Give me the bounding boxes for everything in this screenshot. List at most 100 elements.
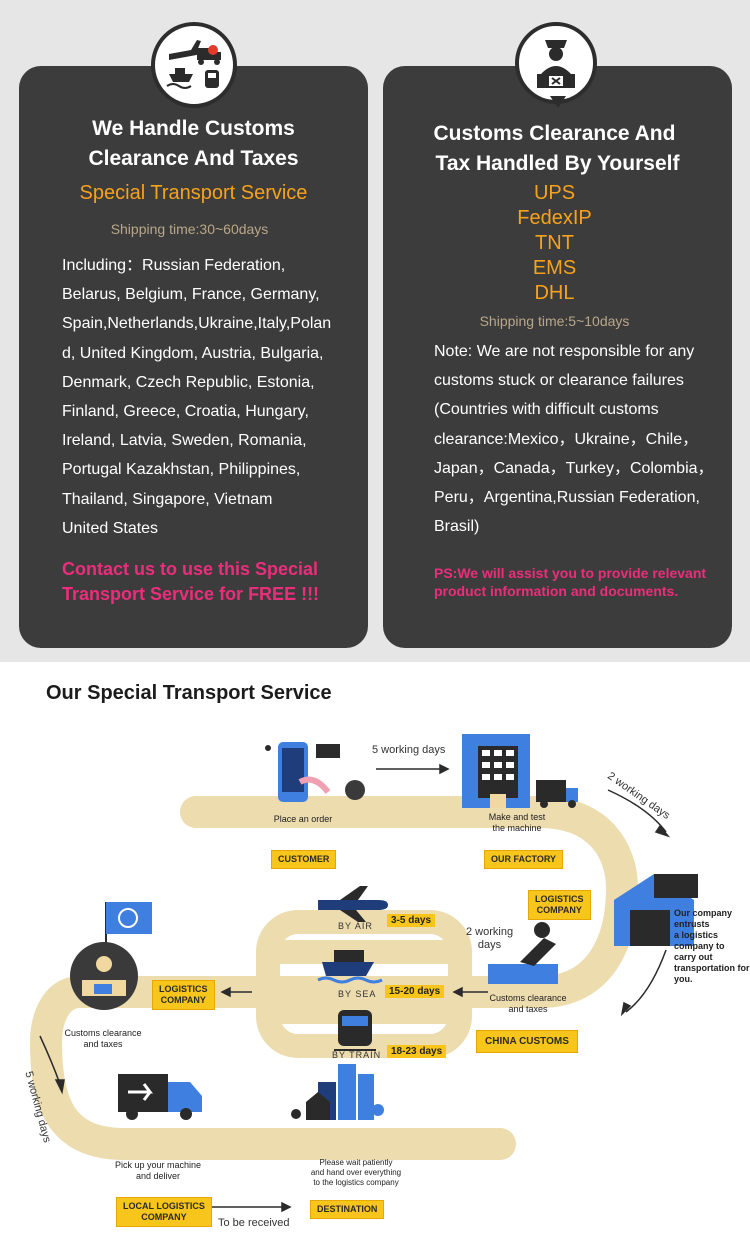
caption-line: and hand over everything: [310, 1168, 402, 1177]
customs-clearance-caption: Customs clearance and taxes: [488, 993, 568, 1015]
country-line: United States: [62, 519, 159, 537]
caption-line: entrusts: [674, 919, 710, 929]
un-flag-icon: [105, 902, 152, 952]
note-line: customs stuck or clearance failures: [434, 372, 684, 390]
transport-icon: [166, 40, 221, 89]
to-be-received-caption: To be received: [218, 1217, 290, 1229]
carrier-dhl: DHL: [534, 282, 575, 304]
caption-line: a logistics: [674, 930, 719, 940]
warehouse-icon: [614, 874, 698, 946]
caption-line: transportation for: [674, 963, 750, 973]
caption-line: Please wait patiently: [319, 1158, 393, 1167]
left-card-shipping-time: Shipping time:30~60days: [110, 221, 269, 237]
caption-line: to the logistics company: [313, 1178, 399, 1187]
caption-line: Our company: [674, 908, 733, 918]
country-line: Spain,Netherlands,Ukraine,Italy,Polan: [62, 315, 332, 333]
caption-line: and deliver: [135, 1171, 181, 1181]
right-card-title-line1: Customs Clearance And: [433, 122, 676, 145]
caption-line: and taxes: [508, 1004, 548, 1014]
note-line: clearance:Mexico，Ukraine，Chile，: [434, 430, 699, 448]
two-working-days-mid: 2 working days: [466, 926, 513, 952]
factory-label: OUR FACTORY: [484, 850, 564, 869]
destination-label: DESTINATION: [310, 1200, 385, 1219]
wait-caption: Please wait patiently and hand over ever…: [296, 1158, 416, 1188]
country-line: Including：Russian Federation,: [62, 257, 286, 274]
customer-label: CUSTOMER: [271, 850, 337, 869]
right-card-shipping-time: Shipping time:5~10days: [479, 313, 630, 329]
section-title: Our Special Transport Service: [46, 682, 332, 704]
ps-line: PS:We will assist you to provide relevan…: [434, 565, 707, 581]
right-card-title-line2: Tax Handled By Yourself: [435, 152, 680, 175]
logistics-company-right-label: LOGISTICS COMPANY: [528, 890, 591, 920]
left-card-title-line2: Clearance And Taxes: [88, 147, 299, 170]
by-air-caption: BY AIR: [338, 921, 373, 931]
logistics-company-left-label: LOGISTICS COMPANY: [152, 980, 215, 1010]
label-line: LOGISTICS: [535, 894, 584, 904]
caption-line: you.: [674, 974, 693, 984]
note-line: Japan，Canada，Turkey，Colombia，: [434, 459, 714, 477]
make-test-caption: Make and test the machine: [468, 812, 566, 834]
local-logistics-label: LOCAL LOGISTICS COMPANY: [116, 1197, 212, 1227]
carrier-tnt: TNT: [535, 232, 574, 254]
right-card-note: Note: We are not responsible for any cus…: [434, 337, 724, 541]
place-order-caption: Place an order: [273, 814, 333, 824]
country-line: Finland, Greece, Croatia, Hungary,: [62, 403, 309, 421]
label-line: COMPANY: [536, 905, 582, 915]
pickup-caption: Pick up your machine and deliver: [108, 1160, 208, 1182]
ps-line: product information and documents.: [434, 583, 679, 599]
note-line: Peru，Argentina,Russian Federation,: [434, 489, 700, 507]
customs-officer-icon: [488, 922, 558, 984]
train-icon: [334, 1010, 376, 1051]
caption-line: and taxes: [83, 1039, 123, 1049]
country-line: Denmark, Czech Republic, Estonia,: [62, 373, 315, 391]
carrier-ems: EMS: [532, 257, 577, 279]
ship-icon: [317, 950, 383, 984]
country-line: Thailand, Singapore, Vietnam: [62, 490, 273, 508]
by-train-caption: BY TRAIN: [332, 1050, 382, 1060]
train-days-label: 18-23 days: [387, 1045, 447, 1058]
days-line: days: [477, 939, 502, 951]
air-days-label: 3-5 days: [387, 914, 436, 927]
cta-line: Contact us to use this Special: [62, 559, 319, 579]
label-line: COMPANY: [141, 1212, 187, 1222]
caption-line: Customs clearance: [64, 1028, 142, 1038]
left-customs-icon: [70, 942, 138, 1010]
china-customs-label: CHINA CUSTOMS: [476, 1030, 578, 1053]
caption-line: Customs clearance: [489, 993, 567, 1003]
transport-flow-diagram: [29, 734, 698, 1213]
note-line: (Countries with difficult customs: [434, 401, 659, 419]
sea-days-label: 15-20 days: [385, 985, 445, 998]
city-destination-icon: [291, 1064, 384, 1120]
self-customs-card: [383, 66, 732, 648]
right-card-ps: PS:We will assist you to provide relevan…: [434, 564, 706, 600]
factory-icon: [462, 734, 578, 808]
label-line: LOGISTICS: [159, 984, 208, 994]
carrier-fedexip: FedexIP: [517, 207, 592, 229]
carrier-ups: UPS: [533, 182, 576, 204]
caption-line: Make and test: [488, 812, 546, 822]
customs-officer-icon: [537, 40, 575, 88]
country-line: Portugal Kazakhstan, Philippines,: [62, 461, 301, 479]
by-sea-caption: BY SEA: [338, 989, 377, 999]
badge-pointer: [550, 96, 566, 108]
country-line: Belarus, Belgium, France, Germany,: [62, 286, 320, 304]
airplane-icon: [318, 886, 388, 922]
caption-line: the machine: [492, 823, 542, 833]
country-line: Ireland, Latvia, Sweden, Romania,: [62, 432, 307, 450]
country-line: d, United Kingdom, Austria, Bulgaria,: [62, 344, 324, 362]
label-line: COMPANY: [160, 995, 206, 1005]
flow-arrows: [39, 763, 671, 1213]
note-line: Brasil): [434, 518, 480, 536]
cta-line: Transport Service for FREE !!!: [62, 584, 320, 604]
caption-line: Pick up your machine: [114, 1160, 202, 1170]
customs-badge: [515, 22, 597, 104]
caption-line: company to: [674, 941, 725, 951]
entrust-caption: Our company entrusts a logistics company…: [674, 908, 750, 985]
left-card-title-line1: We Handle Customs: [92, 117, 295, 140]
customs-handled-card: [19, 66, 368, 648]
delivery-truck-icon: [118, 1074, 202, 1120]
note-line: Note: We are not responsible for any: [434, 343, 695, 360]
label-line: LOCAL LOGISTICS: [123, 1201, 205, 1211]
right-card-carrier-list: UPS FedexIP TNT EMS DHL: [383, 181, 726, 306]
left-card-country-list: Including：Russian Federation, Belarus, B…: [62, 251, 362, 543]
